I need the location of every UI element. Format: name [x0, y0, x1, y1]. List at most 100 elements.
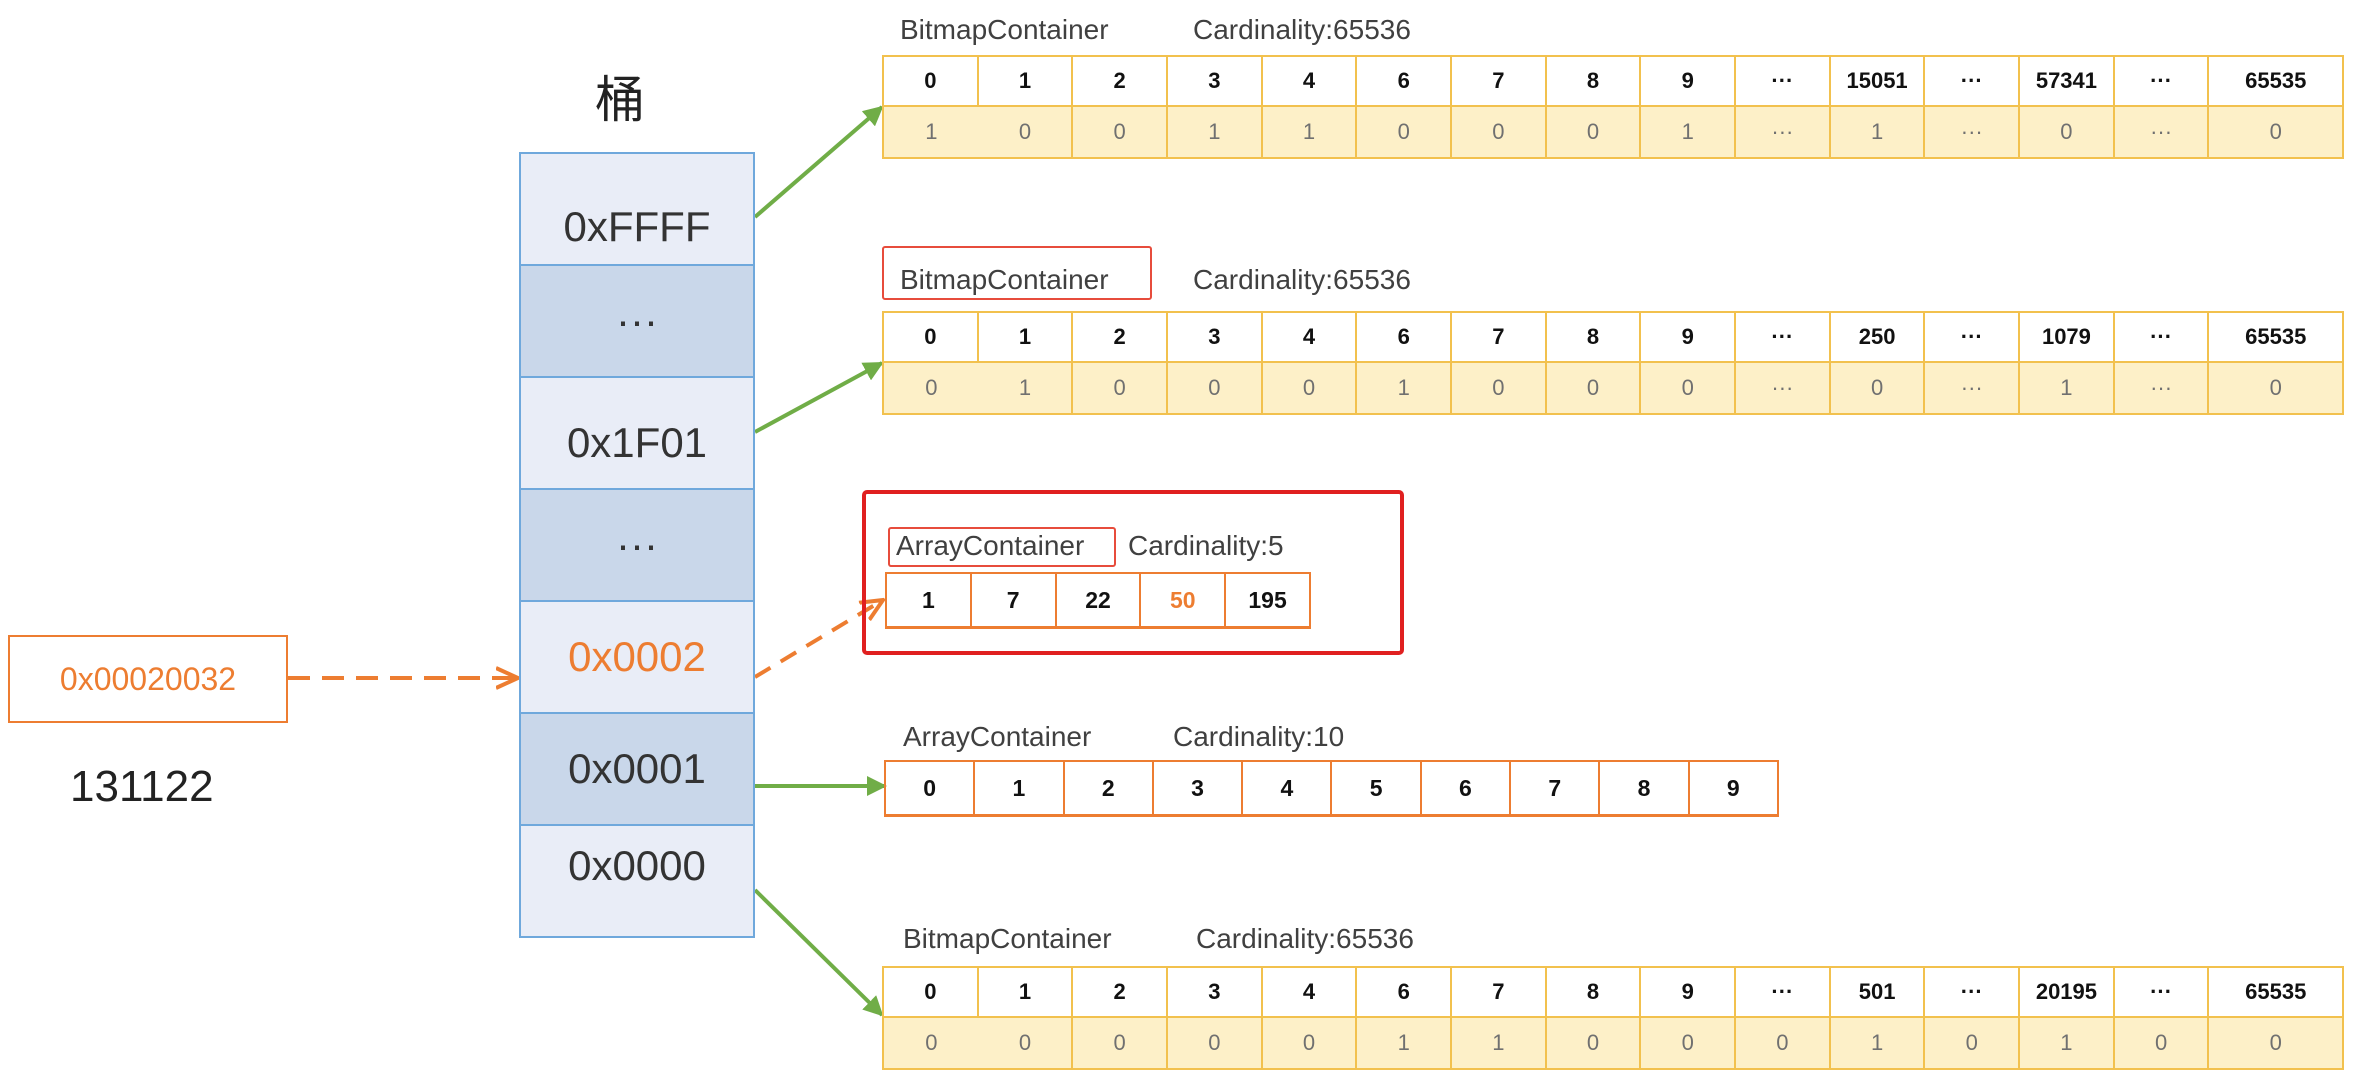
- bitmap-index-cell: 9: [1641, 313, 1737, 363]
- bucket-label: 0xFFFF: [563, 203, 711, 250]
- bucket-0x0001: 0x0001: [519, 712, 755, 826]
- bitmap-bit-cell: ···: [1736, 107, 1831, 157]
- bitmap-bit-cell: ···: [1925, 363, 2021, 413]
- bitmap-bit-cell: 0: [884, 363, 979, 413]
- bucket-0x0000: 0x0000: [519, 824, 755, 938]
- bitmap-index-cell: 20195: [2020, 968, 2115, 1018]
- bitmap-index-cell: 4: [1262, 313, 1358, 363]
- bitmap-bit-cell: 0: [1168, 363, 1263, 413]
- bitmap-index-cell: 8: [1546, 57, 1642, 107]
- bitmap-bit-cell: 1: [884, 107, 979, 157]
- bitmap-bit-cell: 1: [1357, 1018, 1453, 1068]
- bucket-label: ···: [616, 521, 658, 568]
- array-value-cell: 9: [1726, 774, 1740, 801]
- bitmap-index-cell: 2: [1073, 57, 1169, 107]
- bitmap-bit-cell: 0: [1736, 1018, 1831, 1068]
- array-value-cell: 7: [1511, 762, 1601, 814]
- target-container-highlight: [862, 490, 1404, 655]
- bitmap-index-cell: 1: [978, 313, 1074, 363]
- bitmap-bit-cell: 1: [1357, 363, 1453, 413]
- key-hex-box: 0x00020032: [8, 635, 288, 723]
- bitmap-bit-cell: 0: [1925, 1018, 2021, 1068]
- container-cardinality-label: Cardinality:65536: [1193, 14, 1411, 45]
- bitmap-bit-cell: 0: [2209, 363, 2342, 413]
- bitmap-bit-cell: 0: [1452, 363, 1547, 413]
- array-value-cell: 22: [1057, 574, 1142, 626]
- bitmap-bit-cell: 1: [1452, 1018, 1547, 1068]
- bucket-label: 0x0002: [568, 633, 706, 680]
- container-cardinality-label: Cardinality:5: [1128, 530, 1284, 561]
- key-decimal-label: 131122: [70, 762, 214, 811]
- container-type-label: ArrayContainer: [896, 530, 1085, 561]
- bucket-label: 0x0000: [568, 842, 706, 889]
- array-value-cell: 4: [1243, 762, 1333, 814]
- bitmap-index-cell: ···: [1736, 968, 1831, 1018]
- bitmap-bit-cell: 0: [2209, 1018, 2342, 1068]
- arrow-ffff-to-bitmap: [753, 105, 884, 219]
- bitmap-index-cell: 6: [1357, 57, 1453, 107]
- bitmap-bit-cell: 1: [1830, 107, 1926, 157]
- bucket-title: 桶: [595, 72, 645, 128]
- bucket-label: 0x1F01: [566, 419, 708, 466]
- bitmap-index-cell: 7: [1452, 57, 1547, 107]
- container-type-highlight: [882, 246, 1152, 300]
- bitmap-bit-cell: 1: [1641, 107, 1737, 157]
- bitmap-bit-cell: 0: [1262, 1018, 1358, 1068]
- array-value-cell: 2: [1065, 762, 1154, 814]
- bitmap-bit-cell: ···: [1925, 107, 2021, 157]
- container-cardinality-label: Cardinality:65536: [1196, 923, 1414, 954]
- bitmap-index-cell: 1: [978, 968, 1074, 1018]
- container-type-label: BitmapContainer: [903, 923, 1112, 954]
- bitmap-bit-cell: 0: [1073, 107, 1169, 157]
- bitmap-bit-cell: 1: [2020, 1018, 2115, 1068]
- bitmap-bit-cell: 1: [1830, 1018, 1926, 1068]
- bucket-0xffff: 0xFFFF: [519, 152, 755, 266]
- bitmap-index-cell: ···: [1925, 57, 2021, 107]
- bitmap-bit-cell: 0: [1073, 363, 1169, 413]
- bitmap-index-cell: 0: [884, 57, 979, 107]
- bitmap-bit-cell: 1: [978, 363, 1074, 413]
- array-value-cell: 1: [975, 762, 1065, 814]
- bitmap-index-cell: ···: [1925, 968, 2021, 1018]
- bitmap-index-cell: 65535: [2209, 968, 2342, 1018]
- bitmap-bit-cell: 0: [1546, 1018, 1642, 1068]
- bitmap-index-cell: 250: [1830, 313, 1926, 363]
- array-value-cell: 5: [1332, 762, 1422, 814]
- container-cardinality-label: Cardinality:65536: [1193, 264, 1411, 295]
- bitmap-bit-cell: 0: [2209, 107, 2342, 157]
- array-value-cell: 0: [886, 762, 976, 814]
- bitmap-bit-cell: 0: [1452, 107, 1547, 157]
- bucket-column: 0xFFFF ··· 0x1F01 ··· 0x0002 0x0001 0x00…: [519, 152, 755, 952]
- bitmap-bit-cell: 0: [978, 107, 1074, 157]
- bucket-ellipsis-2: ···: [519, 488, 755, 602]
- array-value-cell: 8: [1600, 762, 1690, 814]
- bitmap-index-cell: 2: [1073, 313, 1169, 363]
- bitmap-index-cell: 15051: [1830, 57, 1926, 107]
- bitmap-index-cell: 8: [1546, 313, 1642, 363]
- bitmap-index-cell: 1: [978, 57, 1074, 107]
- bitmap-bit-cell: 0: [1073, 1018, 1169, 1068]
- bitmap-index-cell: 4: [1262, 968, 1358, 1018]
- bucket-label: ···: [616, 297, 658, 344]
- bitmap-bit-cell: 0: [1262, 363, 1358, 413]
- container-type-label: BitmapContainer: [900, 14, 1109, 45]
- bitmap-index-cell: ···: [2114, 968, 2210, 1018]
- bitmap-bit-cell: 1: [2020, 363, 2115, 413]
- bitmap-bit-cell: 1: [1168, 107, 1263, 157]
- arrow-1f01-to-bitmap: [754, 361, 884, 434]
- bucket-label: 0x0001: [568, 745, 706, 792]
- container-type-label: BitmapContainer: [900, 264, 1109, 295]
- array-value-cell: 1: [887, 574, 972, 626]
- bitmap-index-cell: 8: [1546, 968, 1642, 1018]
- bitmap-index-cell: 501: [1830, 968, 1926, 1018]
- bitmap-bit-cell: ···: [1736, 363, 1831, 413]
- array-value-cell: 6: [1422, 762, 1512, 814]
- bitmap-index-cell: 57341: [2020, 57, 2115, 107]
- container-cardinality-label: Cardinality:10: [1173, 721, 1345, 752]
- bitmap-index-cell: 3: [1168, 968, 1263, 1018]
